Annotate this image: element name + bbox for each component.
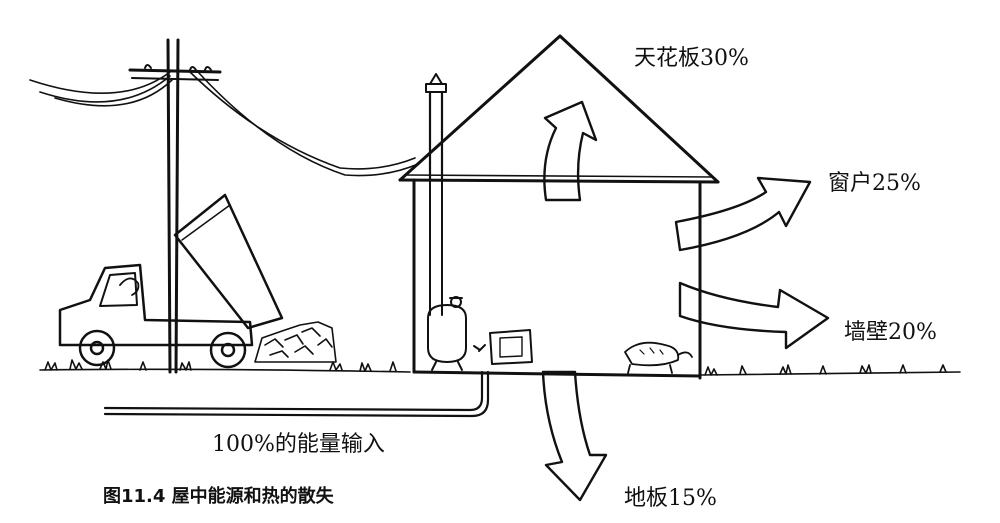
chimney-pipe bbox=[425, 73, 447, 316]
walls-loss-label: 墙壁20% bbox=[844, 320, 937, 345]
arrow-windows bbox=[674, 176, 812, 252]
coal-pile bbox=[254, 321, 337, 363]
floor-loss-label: 地板15% bbox=[624, 486, 717, 511]
arrow-floor bbox=[541, 370, 608, 502]
water-heater bbox=[473, 329, 533, 365]
house-cat bbox=[624, 341, 693, 374]
arrow-ceiling bbox=[543, 100, 598, 202]
ground-grass bbox=[39, 359, 961, 376]
ceiling-loss-label: 天花板30% bbox=[634, 46, 749, 71]
arrow-walls bbox=[678, 281, 830, 350]
energy-input-label: 100%的能量输入 bbox=[212, 432, 385, 457]
utility-pole bbox=[128, 38, 222, 374]
figure-caption: 图11.4 屋中能源和热的散失 bbox=[103, 486, 334, 507]
energy-input-pipe bbox=[103, 370, 490, 418]
dump-truck bbox=[58, 193, 284, 369]
windows-loss-label: 窗户25% bbox=[828, 171, 921, 196]
house bbox=[398, 34, 720, 380]
power-lines bbox=[29, 71, 419, 177]
furnace bbox=[427, 296, 467, 371]
